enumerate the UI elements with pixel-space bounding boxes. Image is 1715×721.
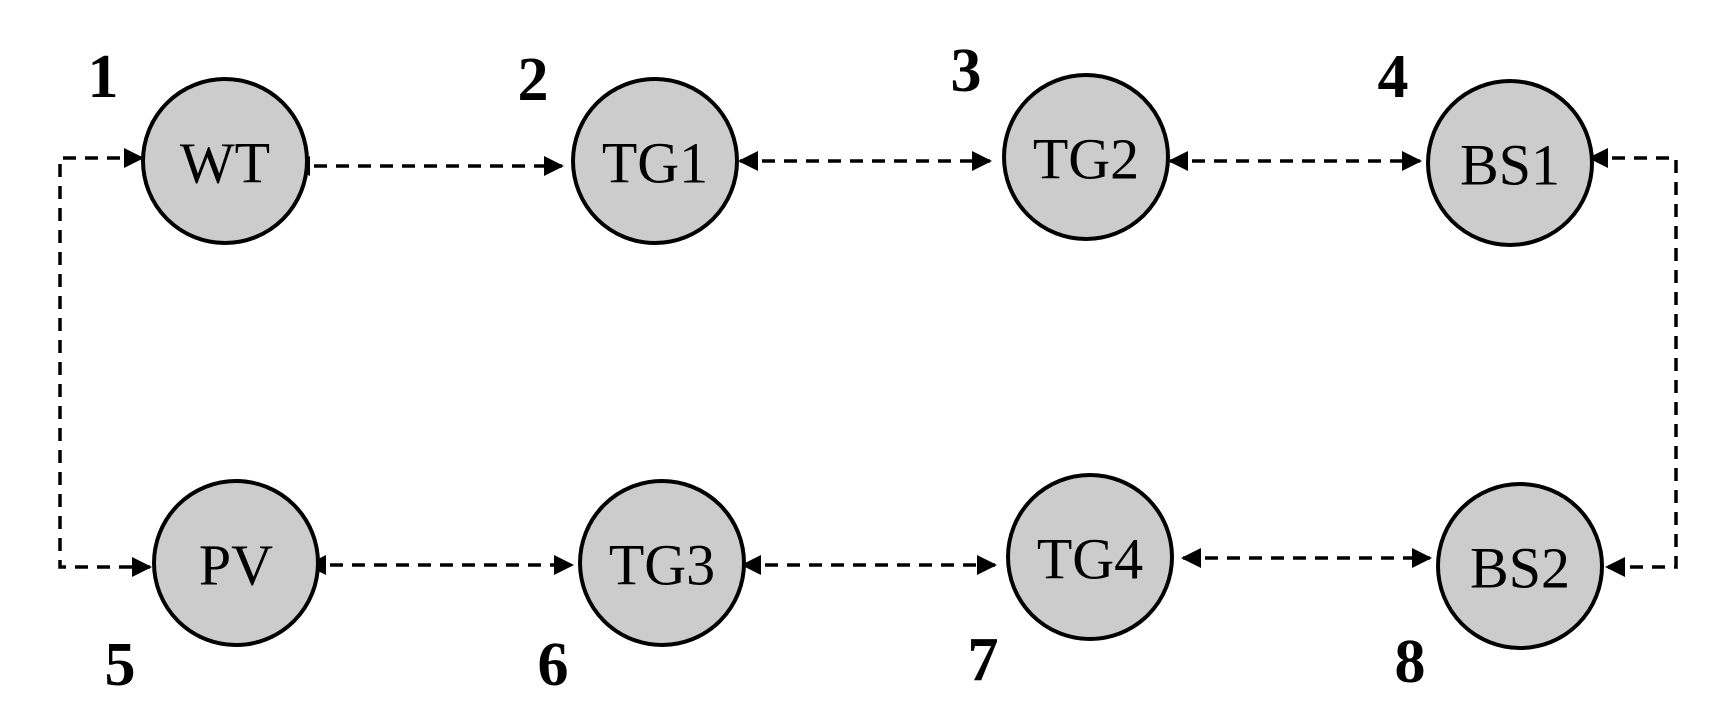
node-bs2-number: 8 [1395, 628, 1426, 696]
node-bs2: BS2 [1436, 482, 1604, 650]
node-bs2-label: BS2 [1470, 536, 1570, 601]
node-tg1: TG1 [571, 77, 739, 245]
node-tg2-label: TG2 [1033, 127, 1139, 192]
node-tg4-label: TG4 [1037, 527, 1143, 592]
link-wt-pv [58, 148, 152, 577]
node-tg2-number: 3 [951, 37, 982, 105]
node-tg3-label: TG3 [609, 533, 715, 598]
node-tg3-circle [578, 479, 746, 647]
node-tg2: TG2 [1002, 73, 1170, 241]
node-bs1-label: BS1 [1460, 133, 1560, 198]
node-wt-label: WT [180, 131, 270, 196]
link-bs1-bs2 [1588, 148, 1678, 577]
node-wt-circle [141, 77, 309, 245]
node-tg4-number: 7 [968, 626, 999, 694]
node-tg1-label: TG1 [602, 131, 708, 196]
node-tg1-number: 2 [518, 46, 549, 114]
node-tg3-number: 6 [538, 631, 569, 699]
node-pv-number: 5 [105, 631, 136, 699]
node-pv: PV [152, 479, 320, 647]
node-tg4: TG4 [1006, 473, 1174, 641]
node-bs1: BS1 [1426, 79, 1594, 247]
node-bs1-circle [1426, 79, 1594, 247]
node-bs2-circle [1436, 482, 1604, 650]
node-tg1-circle [571, 77, 739, 245]
node-tg4-circle [1006, 473, 1174, 641]
node-pv-label: PV [199, 533, 273, 598]
node-wt-number: 1 [88, 43, 119, 111]
node-pv-circle [152, 479, 320, 647]
node-bs1-number: 4 [1378, 43, 1409, 111]
node-tg2-circle [1002, 73, 1170, 241]
node-tg3: TG3 [578, 479, 746, 647]
node-wt: WT [141, 77, 309, 245]
